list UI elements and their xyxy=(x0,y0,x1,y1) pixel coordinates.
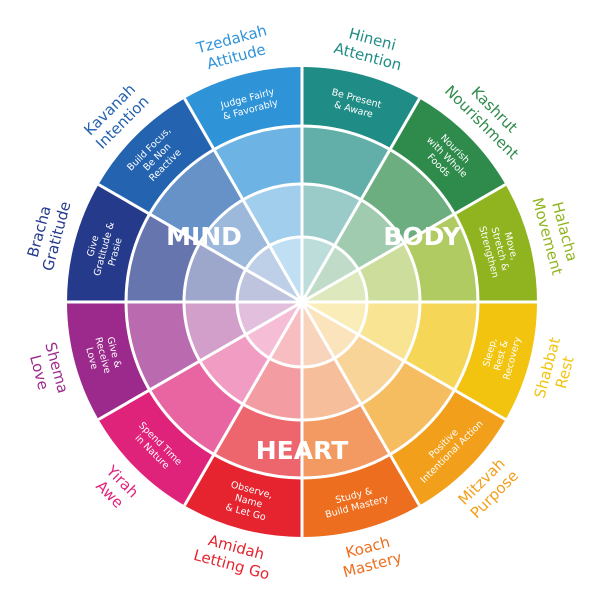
wedge-6-ring-2 xyxy=(302,358,361,420)
mind-label: MIND xyxy=(166,222,242,251)
wedge-10-ring-3 xyxy=(126,214,200,302)
wheel-ring xyxy=(124,124,480,480)
wedge-11-ring-4 xyxy=(98,98,214,214)
inner-label-line: Give xyxy=(85,234,101,258)
wedge-1-ring-4 xyxy=(302,67,420,150)
wedge-7-ring-3 xyxy=(214,404,302,478)
wedge-6-ring-3 xyxy=(302,404,390,478)
wedge-7-ring-2 xyxy=(243,358,302,420)
wedge-9-ring-2 xyxy=(184,302,246,361)
body-label: BODY xyxy=(383,222,461,251)
wedge-8-ring-1 xyxy=(245,302,302,359)
wedge-2-ring-1 xyxy=(302,245,359,302)
wedge-1-ring-2 xyxy=(302,184,361,246)
wedge-9-ring-3 xyxy=(126,302,200,390)
wedge-9-ring-4 xyxy=(67,302,150,420)
wedge-12-ring-3 xyxy=(214,126,302,200)
wedge-3-ring-2 xyxy=(358,243,420,302)
wedge-4-ring-4 xyxy=(454,302,537,420)
wedge-5-ring-1 xyxy=(302,302,359,359)
wedge-8-ring-4 xyxy=(98,390,214,506)
wedge-5-ring-3 xyxy=(361,361,455,455)
center-labels: MIND BODY HEART xyxy=(166,222,461,465)
wedge-7-ring-4 xyxy=(184,454,302,537)
wheel-wedges xyxy=(67,67,537,537)
wedge-3-ring-3 xyxy=(404,214,478,302)
wedge-3-ring-4 xyxy=(454,184,537,302)
wedge-12-ring-2 xyxy=(243,184,302,246)
wedge-5-ring-4 xyxy=(390,390,506,506)
heart-label: HEART xyxy=(256,436,349,465)
wedge-2-ring-3 xyxy=(361,149,455,243)
wedge-11-ring-1 xyxy=(245,245,302,302)
wedge-4-ring-3 xyxy=(404,302,478,390)
wheel-ring xyxy=(235,235,369,369)
wedge-8-ring-3 xyxy=(149,361,243,455)
wedge-12-ring-4 xyxy=(184,67,302,150)
segment-12-inner-label: Judge Fairly& Favorably xyxy=(219,86,280,122)
wheel-dividers xyxy=(67,67,537,537)
wheel-ring xyxy=(182,182,422,422)
wedge-10-ring-4 xyxy=(67,184,150,302)
wedge-11-ring-3 xyxy=(149,149,243,243)
wedge-6-ring-4 xyxy=(302,454,420,537)
wedge-4-ring-2 xyxy=(358,302,420,361)
wedge-1-ring-3 xyxy=(302,126,390,200)
wedge-10-ring-2 xyxy=(184,243,246,302)
wedge-2-ring-4 xyxy=(390,98,506,214)
